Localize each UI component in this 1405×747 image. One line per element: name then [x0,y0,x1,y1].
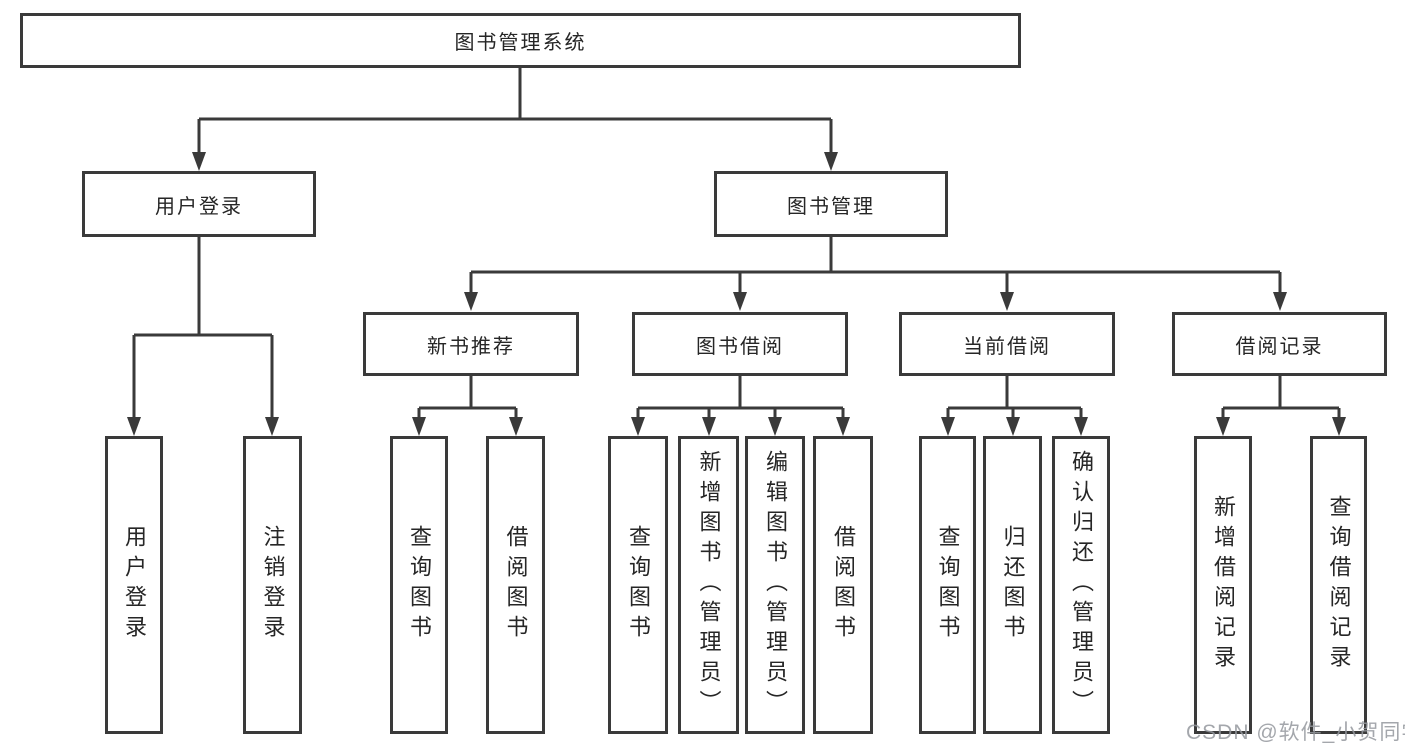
node-book-management-label: 图书管理 [787,195,875,218]
leaf-user-login: 用户登录 [105,436,163,734]
node-user-login: 用户登录 [82,171,316,237]
leaf-query-books-borrowing-label: 查询图书 [626,525,651,645]
watermark: CSDN @软件_小贺同学 [1186,721,1405,744]
leaf-edit-books-admin: 编辑图书（管理员） [745,436,805,734]
leaf-borrow-books-recommend: 借阅图书 [486,436,545,734]
leaf-borrow-books: 借阅图书 [813,436,873,734]
leaf-confirm-return-admin-label: 确认归还（管理员） [1069,450,1094,720]
node-book-borrowing: 图书借阅 [632,312,848,376]
leaf-return-books-label: 归还图书 [1000,525,1026,645]
leaf-add-borrow-record-label: 新增借阅记录 [1211,495,1236,675]
node-current-borrowing-label: 当前借阅 [963,335,1051,358]
leaf-query-borrow-record: 查询借阅记录 [1310,436,1367,734]
node-new-book-recommend-label: 新书推荐 [427,335,515,358]
leaf-query-borrow-record-label: 查询借阅记录 [1326,495,1352,675]
leaf-user-login-label: 用户登录 [122,525,147,645]
leaf-borrow-books-label: 借阅图书 [831,525,856,645]
node-user-login-label: 用户登录 [155,195,243,218]
leaf-borrow-books-recommend-label: 借阅图书 [503,525,529,645]
leaf-query-books-current: 查询图书 [919,436,976,734]
leaf-query-books-recommend: 查询图书 [390,436,448,734]
leaf-add-borrow-record: 新增借阅记录 [1194,436,1252,734]
leaf-query-books-recommend-label: 查询图书 [407,525,432,645]
node-new-book-recommend: 新书推荐 [363,312,579,376]
leaf-logout: 注销登录 [243,436,302,734]
leaf-query-books-current-label: 查询图书 [935,525,961,645]
leaf-add-books-admin: 新增图书（管理员） [678,436,739,734]
leaf-edit-books-admin-label: 编辑图书（管理员） [763,450,788,720]
leaf-logout-label: 注销登录 [260,525,286,645]
node-root-label: 图书管理系统 [454,32,587,54]
leaf-confirm-return-admin: 确认归还（管理员） [1052,436,1110,734]
node-book-management: 图书管理 [714,171,948,237]
leaf-query-books-borrowing: 查询图书 [608,436,668,734]
leaf-return-books: 归还图书 [983,436,1042,734]
node-root-system: 图书管理系统 [20,13,1021,68]
node-book-borrowing-label: 图书借阅 [696,335,784,358]
node-current-borrowing: 当前借阅 [899,312,1115,376]
node-borrowing-records: 借阅记录 [1172,312,1387,376]
node-borrowing-records-label: 借阅记录 [1235,335,1324,358]
leaf-add-books-admin-label: 新增图书（管理员） [696,450,722,720]
